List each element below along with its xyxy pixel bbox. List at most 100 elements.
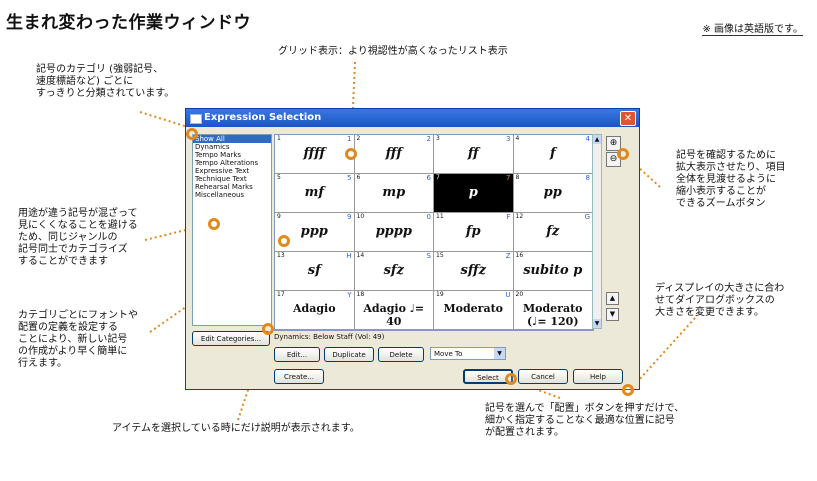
cell-shortcut-key: 6 (426, 174, 431, 182)
highlight-ring-zoom (617, 148, 629, 160)
expression-cell[interactable]: 5 5 mf (275, 174, 355, 213)
dialog-titlebar[interactable]: Expression Selection ✕ (186, 109, 639, 127)
cell-expression-symbol: f (549, 146, 556, 161)
category-item[interactable]: Miscellaneous (195, 191, 245, 199)
cell-expression-symbol: Adagio ♩= 40 (363, 302, 425, 328)
expression-cell[interactable]: 3 3 ff (434, 135, 514, 174)
callout-place: 記号を選んで「配置」ボタンを押すだけで、 細かく指定することなく最適な位置に記号… (485, 403, 685, 438)
cell-expression-symbol: ff (467, 146, 479, 161)
cell-shortcut-key: 0 (426, 213, 431, 221)
cell-expression-symbol: fff (385, 146, 402, 161)
dialog-title: Expression Selection (204, 112, 322, 123)
cell-expression-symbol: sf (307, 263, 321, 278)
cell-number: 5 (277, 174, 281, 181)
edit-button[interactable]: Edit... (274, 347, 320, 362)
window-icon (190, 114, 202, 124)
cell-expression-symbol: fz (546, 224, 560, 239)
cell-shortcut-key: 3 (506, 135, 511, 143)
close-button[interactable]: ✕ (620, 111, 636, 126)
category-item[interactable]: Expressive Text (195, 167, 250, 175)
callout-description: アイテムを選択している時にだけ説明が表示されます。 (112, 423, 360, 434)
category-item[interactable]: Dynamics (195, 143, 230, 151)
create-button[interactable]: Create... (274, 369, 324, 384)
callout-grid: グリッド表示：より視認性が高くなったリスト表示 (278, 46, 508, 57)
grid-scrollbar[interactable]: ▲ ▼ (592, 134, 602, 329)
cell-number: 18 (356, 291, 365, 298)
cell-expression-symbol: mp (382, 185, 406, 200)
move-to-select[interactable]: Move To ▼ (430, 347, 506, 360)
delete-button[interactable]: Delete (378, 347, 424, 362)
cell-expression-symbol: sffz (460, 263, 486, 278)
cell-expression-symbol: sfz (383, 263, 404, 278)
duplicate-button[interactable]: Duplicate (324, 347, 374, 362)
cell-number: 17 (277, 291, 285, 298)
category-item[interactable]: Rehearsal Marks (195, 183, 253, 191)
cell-expression-symbol: Adagio (292, 302, 336, 315)
scroll-down-arrow-icon[interactable]: ▼ (593, 319, 601, 328)
cell-number: 3 (436, 135, 440, 142)
grid-resize-up-icon[interactable]: ▲ (606, 292, 619, 305)
cell-number: 6 (356, 174, 361, 181)
callout-categorize: 用途が違う記号が混ざって 見にくくなることを避ける ため、同じジャンルの 記号同… (18, 208, 138, 267)
edit-categories-button[interactable]: Edit Categories... (192, 331, 270, 346)
scroll-up-arrow-icon[interactable]: ▲ (593, 135, 601, 144)
category-item[interactable]: Tempo Alterations (195, 159, 259, 167)
cell-expression-symbol: pppp (375, 224, 412, 239)
cell-shortcut-key: H (346, 252, 352, 260)
cell-number: 16 (515, 252, 524, 259)
cell-expression-symbol: pp (543, 185, 562, 200)
cell-shortcut-key: G (584, 213, 590, 221)
category-item[interactable]: Technique Text (195, 175, 247, 183)
zoom-in-button[interactable]: ⊕ (606, 136, 621, 151)
cell-number: 7 (436, 174, 440, 181)
cell-number: 15 (436, 252, 444, 259)
cell-shortcut-key: Z (505, 252, 511, 260)
cell-expression-symbol: Moderato (♩= 120) (522, 302, 583, 328)
expression-cell[interactable]: 6 6 mp (354, 174, 434, 213)
category-item[interactable]: Show All (193, 135, 271, 143)
cell-shortcut-key: 4 (585, 135, 590, 143)
help-button[interactable]: Help (573, 369, 623, 384)
highlight-ring-font (278, 235, 290, 247)
cell-number: 20 (515, 291, 524, 298)
category-item[interactable]: Tempo Marks (195, 151, 242, 159)
cell-number: 14 (356, 252, 365, 259)
page-title: 生まれ変わった作業ウィンドウ (6, 13, 251, 33)
callout-zoom: 記号を確認するために 拡大表示させたり、項目 全体を見渡せるように 縮小表示する… (676, 150, 786, 209)
cell-expression-symbol: ppp (300, 224, 328, 239)
cell-number: 1 (277, 135, 281, 142)
cell-shortcut-key: 5 (347, 174, 352, 182)
cell-shortcut-key: 9 (347, 213, 352, 221)
cell-shortcut-key: S (426, 252, 431, 260)
cancel-button[interactable]: Cancel (518, 369, 568, 384)
callout-font: カテゴリごとにフォントや 配置の定義を設定する ことにより、新しい記号 の作成が… (18, 310, 138, 369)
highlight-ring-description (262, 323, 274, 335)
grid-resize-down-icon[interactable]: ▼ (606, 308, 619, 321)
highlight-ring-grid (345, 148, 357, 160)
cell-expression-symbol: mf (304, 185, 324, 200)
chevron-down-icon[interactable]: ▼ (494, 348, 505, 359)
cell-shortcut-key: F (506, 213, 511, 221)
version-note: ※ 画像は英語版です。 (702, 20, 803, 36)
cell-number: 2 (356, 135, 361, 142)
cell-expression-symbol: p (468, 185, 478, 200)
